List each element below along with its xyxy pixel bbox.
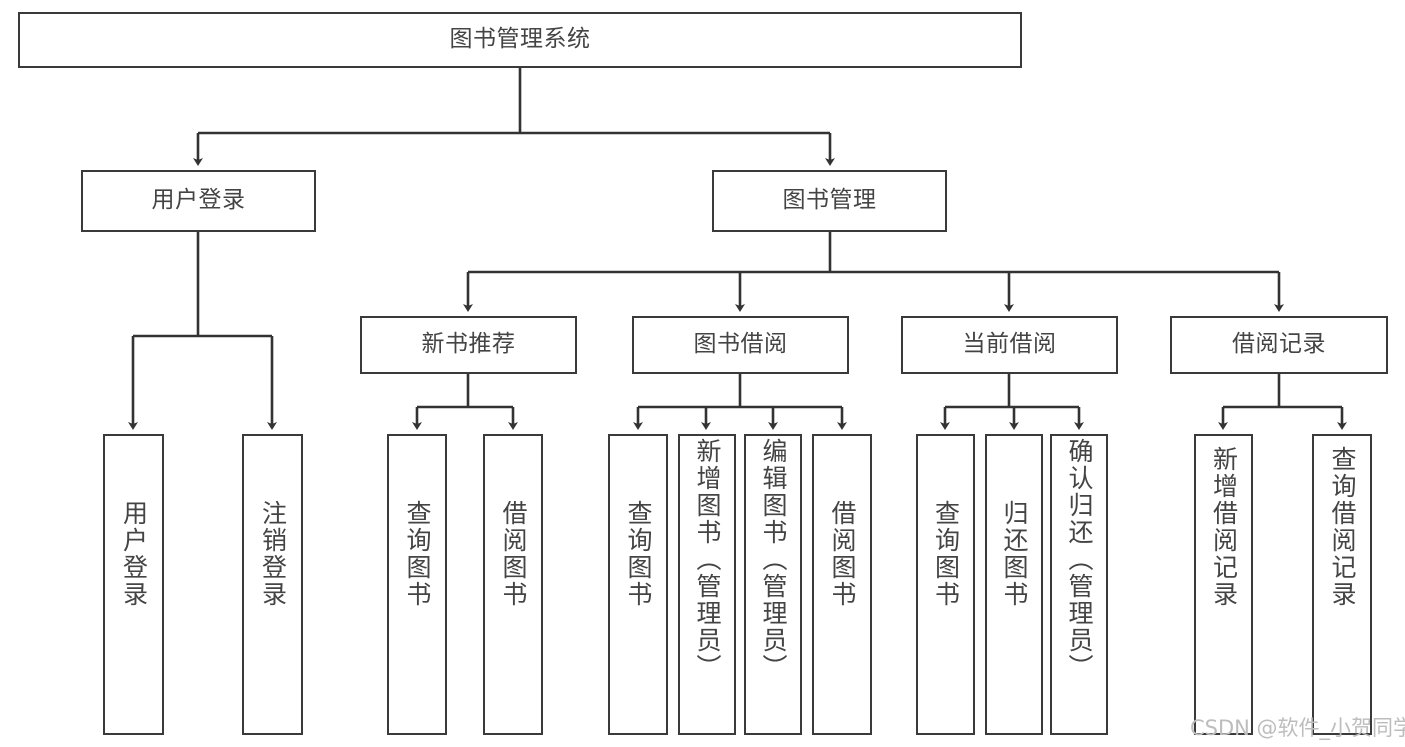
node-leaf-user-logout[interactable]: 注销登录: [242, 434, 303, 735]
node-current-borrow[interactable]: 当前借阅: [901, 316, 1118, 374]
node-leaf-query-book-1[interactable]: 查询图书: [387, 434, 447, 735]
node-leaf-user-logout-label: 注销登录: [258, 500, 288, 608]
node-leaf-query-book-2[interactable]: 查询图书: [608, 434, 668, 735]
node-leaf-query-book-1-label: 查询图书: [403, 500, 432, 608]
node-leaf-edit-book[interactable]: 编辑图书（管理员）: [744, 434, 802, 735]
node-leaf-add-record[interactable]: 新增借阅记录: [1194, 434, 1253, 735]
node-borrow-record[interactable]: 借阅记录: [1170, 316, 1388, 374]
node-new-book-rec-label: 新书推荐: [421, 331, 516, 358]
node-borrow-record-label: 借阅记录: [1232, 331, 1326, 358]
node-leaf-confirm-return[interactable]: 确认归还（管理员）: [1050, 434, 1108, 735]
node-leaf-query-book-3-label: 查询图书: [931, 500, 961, 608]
node-leaf-user-login[interactable]: 用户登录: [103, 434, 164, 735]
node-book-mgmt-label: 图书管理: [782, 187, 877, 214]
node-book-mgmt[interactable]: 图书管理: [712, 170, 947, 232]
node-leaf-query-book-2-label: 查询图书: [624, 500, 653, 608]
node-current-borrow-label: 当前借阅: [962, 331, 1057, 358]
node-leaf-add-record-label: 新增借阅记录: [1209, 446, 1239, 608]
node-book-borrow-label: 图书借阅: [693, 331, 788, 358]
node-user-login[interactable]: 用户登录: [81, 170, 316, 232]
node-leaf-borrow-book-1[interactable]: 借阅图书: [483, 434, 543, 735]
node-new-book-rec[interactable]: 新书推荐: [360, 316, 577, 374]
node-user-login-label: 用户登录: [151, 187, 246, 214]
node-leaf-return-book[interactable]: 归还图书: [985, 434, 1043, 735]
node-leaf-borrow-book-1-label: 借阅图书: [499, 500, 528, 608]
csdn-watermark: CSDN @软件_小贺同学: [1190, 716, 1405, 740]
node-book-borrow[interactable]: 图书借阅: [632, 316, 849, 374]
node-leaf-query-book-3[interactable]: 查询图书: [916, 434, 975, 735]
node-leaf-confirm-return-label: 确认归还（管理员）: [1065, 438, 1094, 681]
node-leaf-edit-book-label: 编辑图书（管理员）: [759, 438, 788, 681]
node-leaf-add-book[interactable]: 新增图书（管理员）: [678, 434, 736, 735]
node-leaf-add-book-label: 新增图书（管理员）: [693, 438, 722, 681]
node-leaf-borrow-book-2-label: 借阅图书: [828, 500, 857, 608]
node-root-label: 图书管理系统: [449, 26, 591, 53]
node-leaf-query-record[interactable]: 查询借阅记录: [1312, 434, 1372, 735]
node-leaf-query-record-label: 查询借阅记录: [1328, 446, 1357, 608]
node-leaf-borrow-book-2[interactable]: 借阅图书: [812, 434, 872, 735]
node-leaf-return-book-label: 归还图书: [1000, 500, 1029, 608]
node-leaf-user-login-label: 用户登录: [119, 500, 149, 608]
node-root[interactable]: 图书管理系统: [18, 12, 1022, 68]
